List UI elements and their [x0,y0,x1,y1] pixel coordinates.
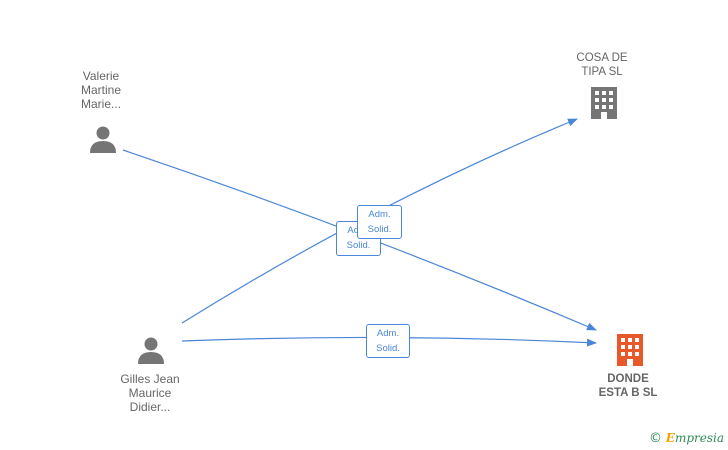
person-icon[interactable] [88,124,118,154]
edge-label: Adm. Solid. [357,205,402,239]
company-name[interactable]: DONDE ESTA B SL [598,373,658,399]
person-name[interactable]: Gilles Jean Maurice Didier... [120,372,180,414]
brand-name: mpresia [674,431,724,445]
building-icon[interactable] [588,86,620,120]
brand-logo: © Empresia [649,431,724,446]
company-name[interactable]: COSA DE TIPA SL [576,52,628,78]
person-icon[interactable] [136,335,166,365]
copyright-icon: © [648,431,662,446]
brand-initial: E [665,431,675,445]
person-name[interactable]: Valerie Martine Marie... [80,69,121,111]
edge-label: Adm. Solid. [366,324,410,358]
building-icon[interactable] [614,333,646,367]
